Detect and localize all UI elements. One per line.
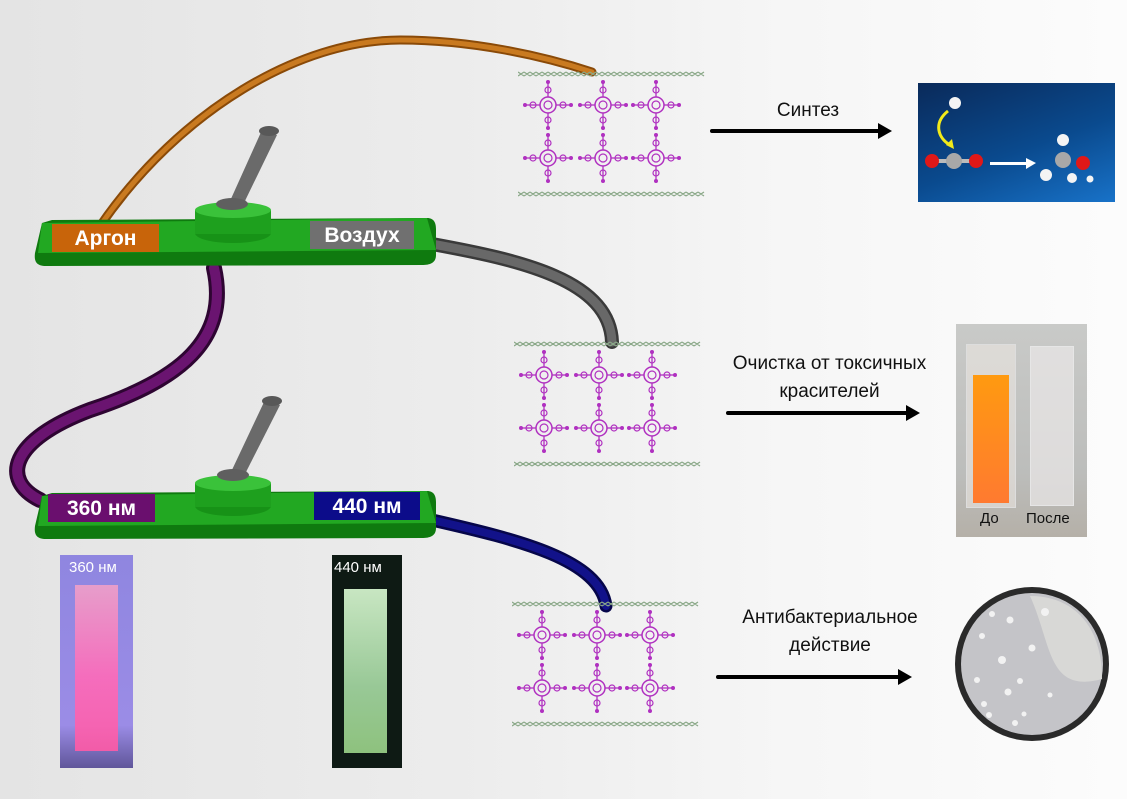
antibacterial-label-line2: действие (789, 634, 871, 656)
porphyrin-unit (519, 403, 569, 453)
linker-chain (518, 191, 705, 197)
petri-dish-photo (955, 587, 1109, 741)
air-label[interactable]: Воздух (310, 221, 414, 249)
linker-chain (514, 461, 701, 467)
porphyrin-unit (627, 403, 677, 453)
cuvette-before (966, 344, 1016, 508)
cuvette-440nm-body (344, 589, 387, 753)
dye-removal-label: Очистка от токсичных красителей (702, 350, 957, 405)
mof-structure-2 (514, 341, 701, 467)
cuvette-360nm-body (75, 585, 118, 751)
porphyrin-unit (578, 133, 628, 183)
porphyrin-unit (631, 80, 681, 130)
uv440-label[interactable]: 440 нм (314, 492, 420, 520)
uv440-tube (425, 513, 613, 613)
linker-chain (512, 601, 699, 607)
porphyrin-unit (572, 663, 622, 713)
gas-switch[interactable]: Аргон Воздух (32, 115, 442, 270)
argon-tube-highlight (97, 37, 595, 229)
synthesis-label: Синтез (776, 100, 840, 121)
porphyrin-unit (517, 610, 567, 660)
air-tube-highlight (427, 239, 617, 347)
dye-cuvettes-photo: До После (956, 324, 1087, 537)
porphyrin-unit (574, 403, 624, 453)
after-label: После (1026, 510, 1070, 527)
porphyrin-unit (625, 663, 675, 713)
synthesis-arrow (710, 123, 892, 139)
porphyrin-unit (523, 133, 573, 183)
uv440-tube-highlight (428, 516, 610, 610)
porphyrin-unit (574, 350, 624, 400)
cuvette-after (1030, 346, 1074, 506)
antibacterial-label-line1: Антибактериальное (742, 607, 918, 628)
linker-chain (518, 71, 705, 77)
uv360-label[interactable]: 360 нм (48, 494, 155, 522)
dye-removal-arrow (726, 405, 920, 421)
porphyrin-unit (625, 610, 675, 660)
porphyrin-unit (631, 133, 681, 183)
cuvette-440nm-photo: 440 нм (332, 555, 402, 768)
mof-structure-1 (518, 71, 705, 197)
cuvette-440nm-label: 440 нм (334, 559, 382, 576)
mof-structure-3 (512, 601, 699, 727)
dye-removal-label-line1: Очистка от токсичных (732, 353, 927, 374)
porphyrin-unit (578, 80, 628, 130)
light-switch[interactable]: 360 нм 440 нм (32, 388, 442, 543)
antibacterial-arrow (716, 669, 912, 685)
antibacterial-label: Антибактериальное действие (710, 604, 950, 659)
porphyrin-unit (627, 350, 677, 400)
linker-chain (512, 721, 699, 727)
before-label: До (980, 510, 999, 527)
co2-to-methanol-image (918, 83, 1115, 202)
porphyrin-unit (572, 610, 622, 660)
cuvette-360nm-label: 360 нм (69, 559, 117, 576)
linker-chain (514, 341, 701, 347)
porphyrin-unit (519, 350, 569, 400)
porphyrin-unit (523, 80, 573, 130)
cuvette-360nm-photo: 360 нм (60, 555, 133, 768)
uv360-tube-highlight (12, 263, 222, 505)
argon-label[interactable]: Аргон (52, 224, 159, 252)
dye-removal-label-line2: красителей (779, 380, 880, 402)
porphyrin-unit (517, 663, 567, 713)
